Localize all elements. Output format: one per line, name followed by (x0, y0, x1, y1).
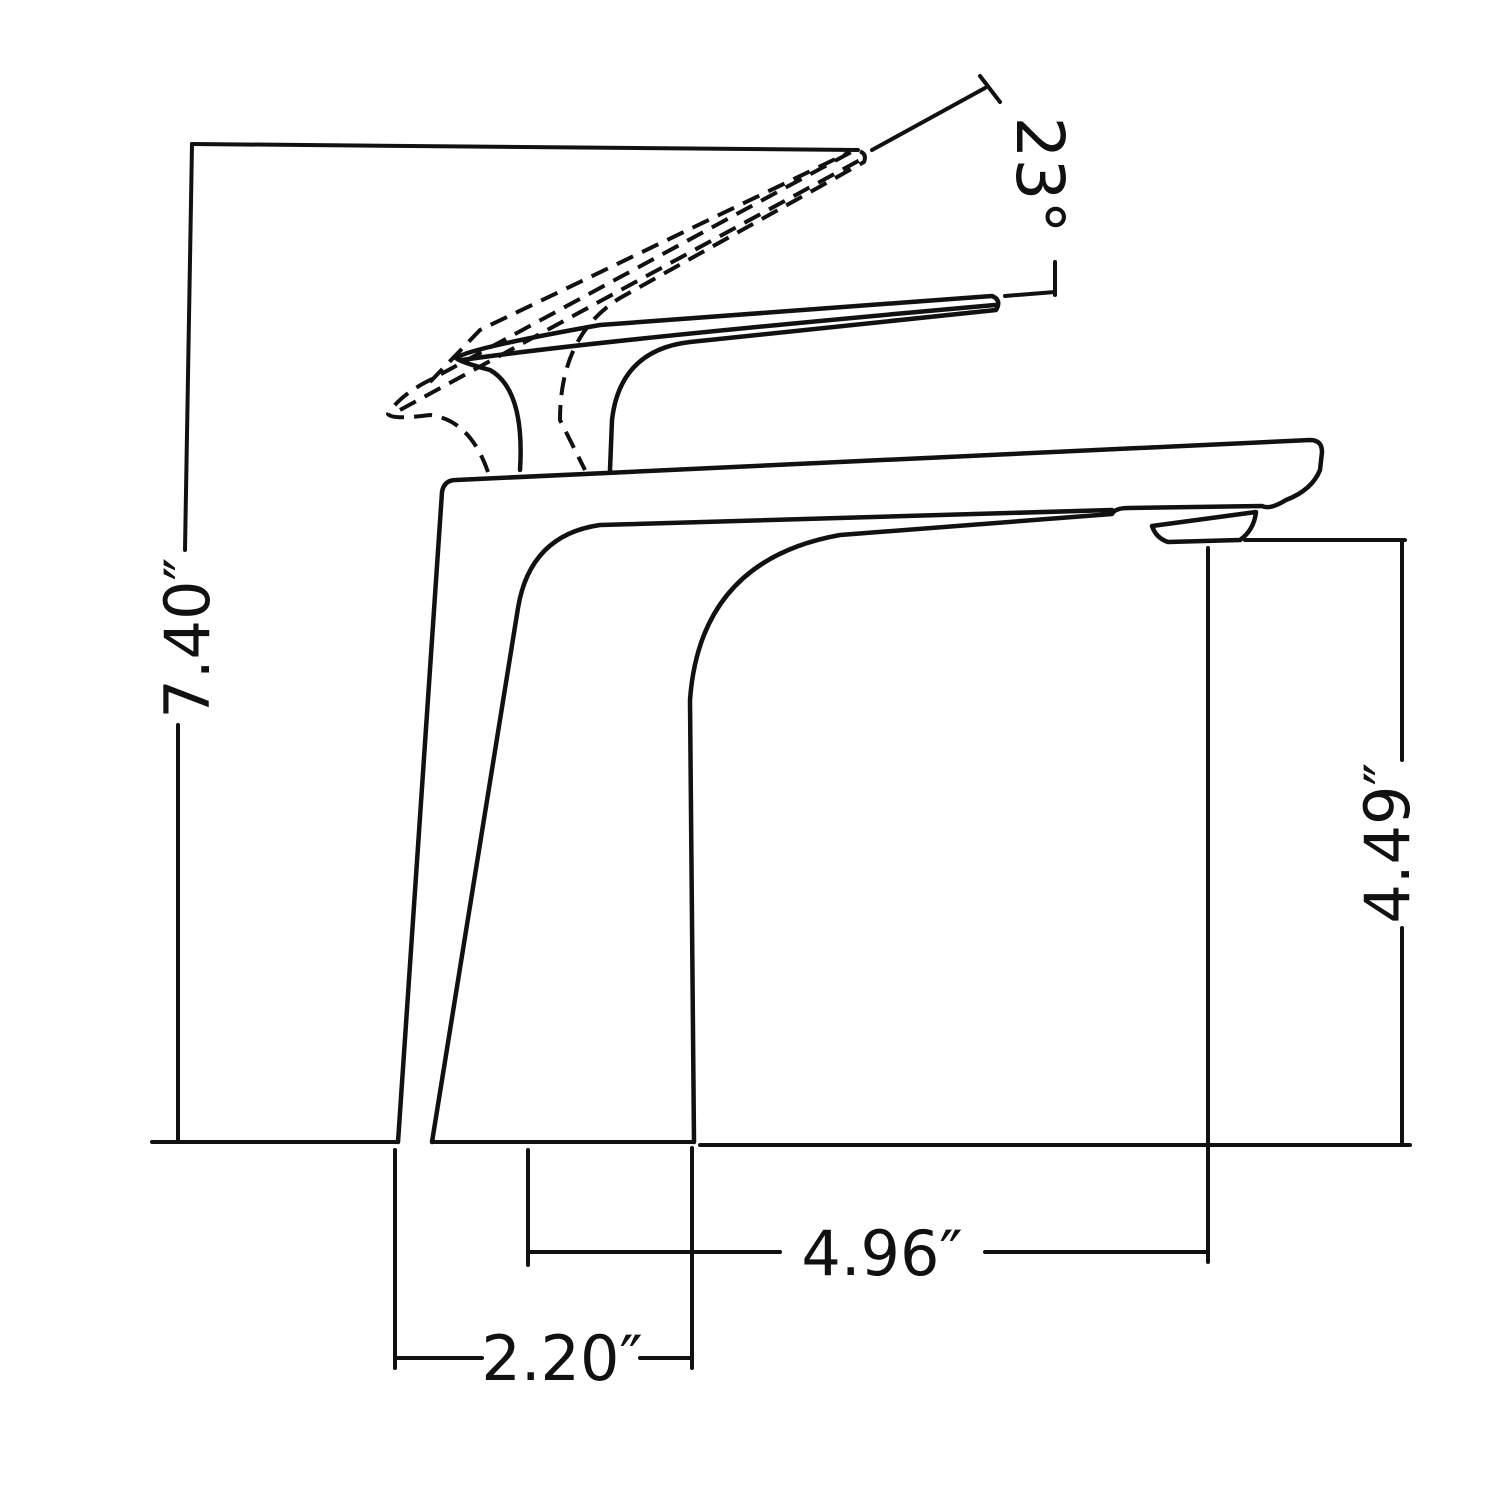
handle-angle-label: 23° (1001, 117, 1078, 234)
handle-raised-dashed (386, 148, 867, 473)
spout-reach-label: 4.96″ (801, 1217, 962, 1290)
dim-spout-reach: 4.96″ (526, 546, 1210, 1290)
spout-height-label: 4.49″ (1351, 762, 1424, 923)
deck-line (150, 1140, 1412, 1147)
faucet-body (395, 437, 1325, 1145)
handle-solid (453, 293, 1001, 473)
dim-overall-height: 7.40″ (151, 142, 860, 1144)
dim-spout-height: 4.49″ (1243, 538, 1424, 1147)
dim-base-width: 2.20″ (393, 1146, 694, 1395)
overall-height-label: 7.40″ (151, 557, 224, 718)
dim-handle-angle: 23° (870, 74, 1078, 298)
base-width-label: 2.20″ (481, 1322, 642, 1395)
